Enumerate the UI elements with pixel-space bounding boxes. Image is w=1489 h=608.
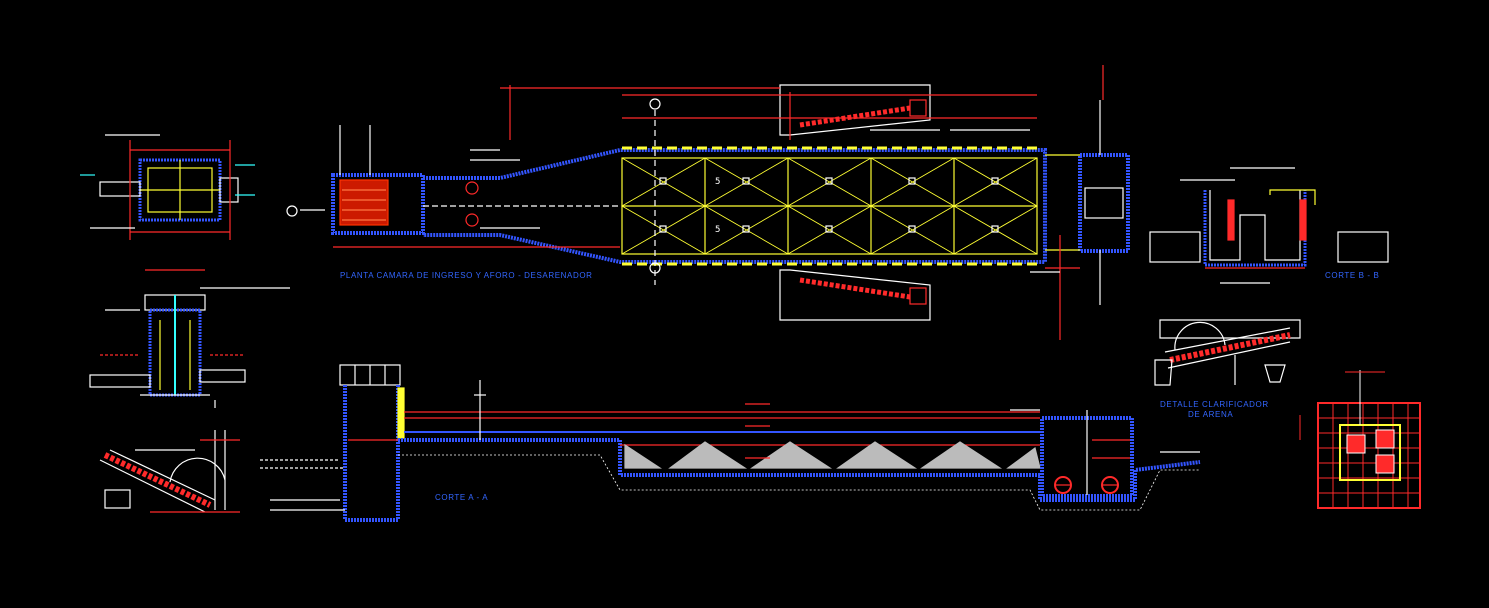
plan-number-top: 5: [715, 177, 720, 187]
detail-grate-plan: [1299, 370, 1421, 509]
title-corte-b-b: CORTE B - B: [1325, 271, 1379, 280]
detail-small-section: [89, 269, 290, 408]
title-corte-a-a: CORTE A - A: [435, 493, 488, 502]
title-detalle-line1: DETALLE CLARIFICADOR: [1160, 400, 1269, 409]
detail-small-plan: [80, 134, 255, 240]
detail-clarifier: [1154, 319, 1301, 386]
title-detalle-line2: DE ARENA: [1188, 410, 1233, 419]
section-a-a: [260, 364, 1201, 522]
title-planta: PLANTA CAMARA DE INGRESO Y AFORO - DESAR…: [340, 271, 593, 280]
main-plan: [286, 65, 1130, 340]
section-b-b: [1149, 167, 1389, 284]
detail-screw-conveyor-left: [99, 430, 240, 513]
plan-number-mid: 5: [715, 225, 720, 235]
